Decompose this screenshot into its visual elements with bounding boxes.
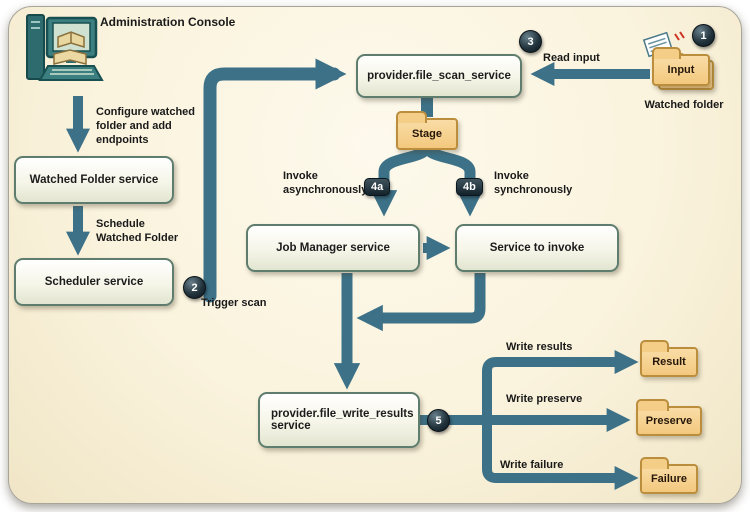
step-2-circle: 2 [183,276,206,299]
file-scan-service-box: provider.file_scan_service [356,54,522,98]
result-folder: Result [640,340,698,377]
file-write-results-service-box: provider.file_write_results service [258,392,420,448]
read-input-label: Read input [543,52,600,64]
write-failure-label: Write failure [500,459,564,471]
trigger-scan-label: Trigger scan [201,297,267,309]
input-folder: Input [652,47,710,86]
job-manager-service-box: Job Manager service [246,224,420,272]
configure-label: Configure watched folder and add endpoin… [96,106,196,146]
step-3-circle: 3 [519,30,542,53]
watched-folder-service-box: Watched Folder service [14,156,174,204]
admin-console-label: Administration Console [100,15,236,29]
step-4b-badge: 4b [456,178,483,196]
write-preserve-label: Write preserve [506,393,583,405]
invoke-async-label: Invoke asynchronously [283,170,368,196]
scheduler-service-box: Scheduler service [14,258,174,306]
watched-folder-caption: Watched folder [644,99,724,111]
step-4a-badge: 4a [364,178,391,196]
preserve-folder: Preserve [636,399,702,436]
write-results-label: Write results [506,341,573,353]
step-1-circle: 1 [692,24,715,47]
stage-folder: Stage [396,111,458,150]
invoke-sync-label: Invoke synchronously [494,170,573,196]
service-to-invoke-box: Service to invoke [455,224,619,272]
step-5-circle: 5 [427,409,450,432]
failure-folder: Failure [640,457,698,494]
schedule-label: Schedule Watched Folder [96,218,179,244]
